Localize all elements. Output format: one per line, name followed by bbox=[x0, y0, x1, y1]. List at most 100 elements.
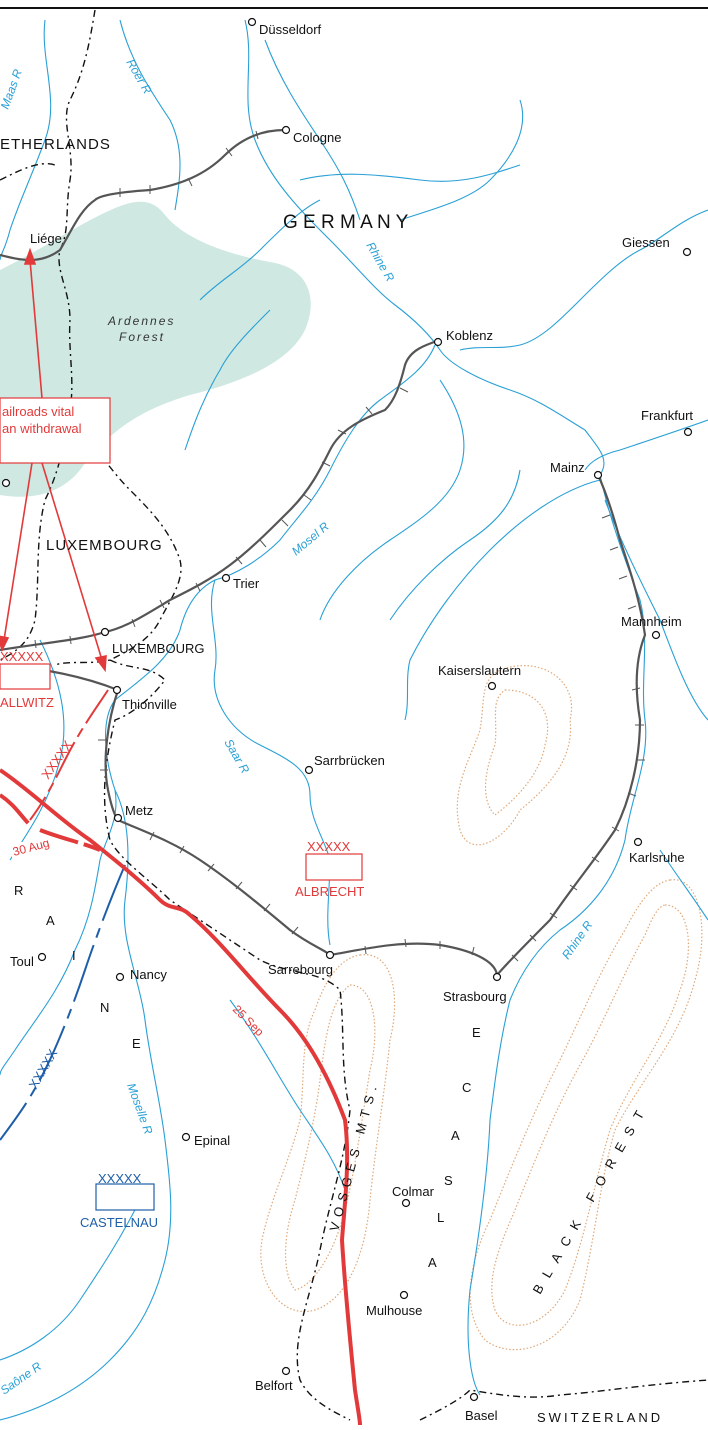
pfalz-hills-inner bbox=[484, 689, 549, 816]
alsace-letter-3: A bbox=[451, 1128, 460, 1143]
koblenz-marker bbox=[433, 337, 443, 347]
annotation-box bbox=[0, 397, 111, 464]
border-luxembourg bbox=[54, 409, 182, 666]
french-army-boundary bbox=[0, 864, 126, 1141]
black-forest bbox=[469, 879, 703, 1351]
rhine-river-label-south: Rhine R bbox=[559, 918, 596, 962]
lorraine-letter-e: E bbox=[132, 1036, 141, 1051]
luxembourg-city-marker bbox=[100, 627, 110, 637]
date-30-aug: 30 Aug bbox=[11, 836, 64, 859]
lorraine-letter-r: R bbox=[14, 883, 23, 898]
karlsruhe-label: Karlsruhe bbox=[629, 850, 685, 865]
sarrebourg-marker bbox=[325, 950, 335, 960]
alsace-letter-1: E bbox=[472, 1025, 481, 1040]
basel-label: Basel bbox=[465, 1408, 498, 1423]
germany-label: G E R M A N Y bbox=[283, 212, 409, 233]
dusseldorf-label: Düsseldorf bbox=[259, 22, 322, 37]
rail-luxembourg-thionville-metz bbox=[0, 663, 499, 976]
metz-label: Metz bbox=[125, 803, 153, 818]
roer-river bbox=[119, 19, 181, 211]
giessen-marker bbox=[682, 247, 692, 257]
sarrebourg-label: Sarrebourg bbox=[268, 962, 333, 977]
borders bbox=[0, 9, 708, 1421]
frankfurt-label: Frankfurt bbox=[641, 408, 693, 423]
albrecht-box bbox=[305, 853, 363, 881]
koblenz-label: Koblenz bbox=[446, 328, 493, 343]
trier-marker bbox=[221, 573, 231, 583]
thionville-label: Thionville bbox=[122, 697, 177, 712]
albrecht-label: ALBRECHT bbox=[295, 884, 364, 899]
sarrbrucken-label: Sarrbrücken bbox=[314, 753, 385, 768]
liege-area-marker bbox=[1, 478, 11, 488]
mulhouse-label: Mulhouse bbox=[366, 1303, 422, 1318]
lorraine-letter-n: N bbox=[100, 1000, 109, 1015]
belfort-marker bbox=[281, 1366, 291, 1376]
thionville-marker bbox=[112, 685, 122, 695]
vosges-mountains-inner bbox=[285, 984, 376, 1291]
mosel-river-label: Mosel R bbox=[289, 519, 332, 558]
alsace-letter-2: C bbox=[462, 1080, 471, 1095]
belfort-label: Belfort bbox=[255, 1378, 293, 1393]
tributary-6 bbox=[184, 309, 271, 451]
strasbourg-marker bbox=[492, 972, 502, 982]
netherlands-label: ETHERLANDS bbox=[0, 136, 111, 153]
epinal-label: Epinal bbox=[194, 1133, 230, 1148]
railroads bbox=[0, 128, 647, 976]
pfalz-hills bbox=[456, 665, 573, 846]
luxembourg-city-label: LUXEMBOURG bbox=[112, 641, 204, 656]
vosges-label: VOSGES MTS. bbox=[326, 1079, 381, 1233]
date-30-aug-bg bbox=[12, 842, 64, 858]
gallwitz-army: XXXXX ALLWITZ bbox=[0, 649, 54, 710]
upper-rhine-east bbox=[399, 99, 524, 221]
alsace-letter-5: L bbox=[437, 1210, 444, 1225]
meuse-river bbox=[0, 19, 52, 261]
lorraine-letters: R A I N E bbox=[14, 883, 141, 1051]
moselle-river-south bbox=[0, 789, 172, 1421]
rail-koblenz-luxembourg bbox=[0, 338, 441, 652]
rhine-river-label-north: Rhine R bbox=[363, 240, 397, 285]
liege-label: Liége bbox=[30, 231, 62, 246]
ardennes-label-2: Forest bbox=[119, 330, 165, 344]
border-france-germany bbox=[103, 659, 351, 1421]
french-boundary-symbol: XXXXX bbox=[26, 1046, 61, 1091]
annotation-arrows bbox=[0, 247, 107, 673]
castelnau-army: XXXXX CASTELNAU bbox=[80, 1171, 158, 1230]
tributary-12 bbox=[199, 199, 321, 301]
railroad-ticks bbox=[34, 130, 645, 962]
mannheim-marker bbox=[651, 630, 661, 640]
nancy-marker bbox=[115, 972, 125, 982]
black-forest-inner bbox=[491, 904, 690, 1326]
lorraine-letter-i: I bbox=[72, 948, 76, 963]
colmar-label: Colmar bbox=[392, 1184, 435, 1199]
maas-river-label: Maas R bbox=[0, 67, 25, 111]
mainz-marker bbox=[593, 470, 603, 480]
gallwitz-symbol: XXXXX bbox=[0, 649, 44, 664]
giessen-label: Giessen bbox=[622, 235, 670, 250]
lorraine-letter-a: A bbox=[46, 913, 55, 928]
trier-label: Trier bbox=[233, 576, 260, 591]
albrecht-army: XXXXX ALBRECHT bbox=[295, 839, 364, 899]
castelnau-box bbox=[95, 1183, 155, 1211]
sarrbrucken-marker bbox=[304, 765, 314, 775]
city-markers bbox=[1, 17, 693, 1402]
kaiserslautern-marker bbox=[487, 681, 497, 691]
main-river bbox=[584, 419, 708, 471]
mannheim-label: Mannheim bbox=[621, 614, 682, 629]
border-switzerland bbox=[419, 1379, 708, 1421]
alsace-letter-6: A bbox=[428, 1255, 437, 1270]
tributary-2 bbox=[404, 479, 601, 721]
strasbourg-label: Strasbourg bbox=[443, 989, 507, 1004]
karlsruhe-marker bbox=[633, 837, 643, 847]
main-river-north bbox=[459, 209, 708, 351]
tributary-1 bbox=[389, 469, 521, 621]
tributary-9 bbox=[229, 999, 346, 1191]
castelnau-label: CASTELNAU bbox=[80, 1215, 158, 1230]
dusseldorf-marker bbox=[247, 17, 257, 27]
colmar-marker bbox=[401, 1198, 411, 1208]
rhine-river bbox=[244, 19, 647, 1396]
gallwitz-label: ALLWITZ bbox=[0, 695, 54, 710]
mainz-label: Mainz bbox=[550, 460, 585, 475]
epinal-marker bbox=[181, 1132, 191, 1142]
rail-strasbourg-mainz bbox=[496, 474, 647, 976]
front-line-25-sep bbox=[0, 768, 362, 1426]
